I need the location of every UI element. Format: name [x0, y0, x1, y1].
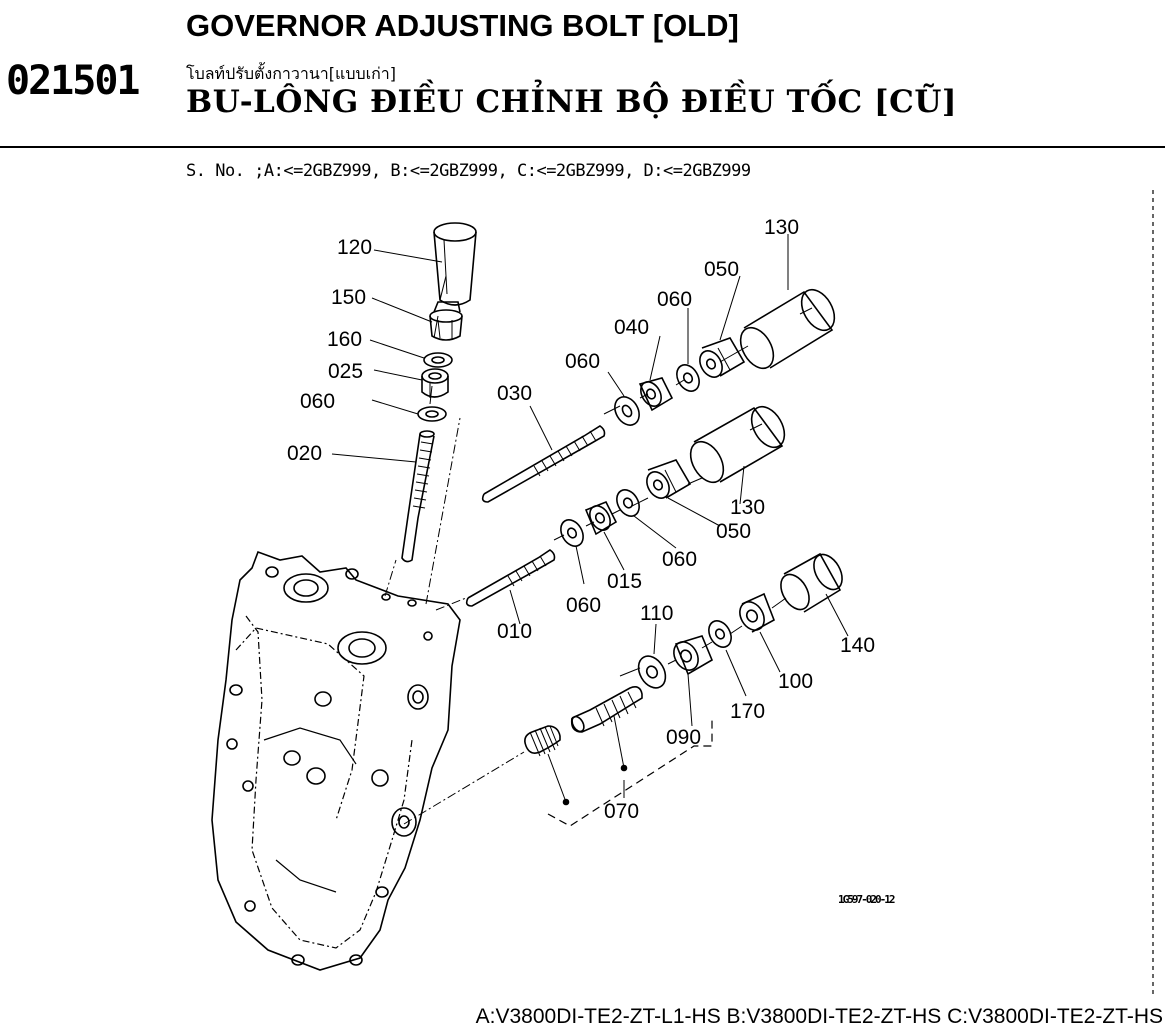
- callout-050-a: 050: [704, 258, 739, 281]
- callout-100: 100: [778, 670, 813, 693]
- part-060-washer-b: [614, 396, 640, 426]
- callout-010: 010: [497, 620, 532, 643]
- callout-030: 030: [497, 382, 532, 405]
- callout-170: 170: [730, 700, 765, 723]
- part-110-washer: [637, 655, 667, 689]
- callout-130-b: 130: [730, 496, 765, 519]
- part-050-cap-nut-b: [646, 459, 692, 499]
- callout-060-b: 060: [657, 288, 692, 311]
- part-120-cap: [433, 222, 477, 306]
- part-010-bolt: [465, 549, 556, 607]
- header-divider: [0, 146, 1165, 148]
- title-english: GOVERNOR ADJUSTING BOLT [OLD]: [186, 8, 739, 43]
- part-150-nut: [429, 301, 463, 341]
- part-060-washer-a: [417, 406, 447, 422]
- callout-025: 025: [328, 360, 363, 383]
- callout-150: 150: [331, 286, 366, 309]
- callout-060-e: 060: [566, 594, 601, 617]
- callout-040: 040: [614, 316, 649, 339]
- callout-110: 110: [640, 602, 673, 625]
- part-060-washer-c: [676, 364, 700, 392]
- part-060-washer-e: [616, 489, 640, 517]
- part-group-code: 021501: [6, 58, 140, 104]
- part-025-nut: [421, 368, 449, 398]
- part-040-nut: [638, 377, 674, 412]
- callout-140: 140: [840, 634, 875, 657]
- callout-070: 070: [604, 800, 639, 823]
- governor-housing: [211, 550, 461, 971]
- part-015-nut: [584, 500, 618, 536]
- part-130-sleeve-a: [739, 288, 836, 370]
- part-170-washer: [708, 620, 732, 648]
- part-100-cap-nut: [739, 592, 775, 633]
- part-050-cap-nut-a: [699, 337, 746, 378]
- callout-060-d: 060: [662, 548, 697, 571]
- title-vietnamese: BU-LÔNG ĐIỀU CHỈNH BỘ ĐIỀU TỐC [CŨ]: [186, 84, 958, 120]
- part-060-washer-d: [560, 519, 584, 547]
- part-020-bolt: [401, 430, 435, 563]
- exploded-parts-diagram: 120 150 160 025 060 020 130 050 060 040 …: [211, 190, 1154, 995]
- callout-130-a: 130: [764, 216, 799, 239]
- part-090-nut: [673, 635, 714, 676]
- part-140-sleeve: [780, 552, 843, 613]
- part-030-bolt: [481, 425, 606, 503]
- model-applicability: A:V3800DI-TE2-ZT-L1-HS B:V3800DI-TE2-ZT-…: [475, 1005, 1163, 1028]
- serial-number-info: S. No. ;A:<=2GBZ999, B:<=2GBZ999, C:<=2G…: [186, 161, 751, 181]
- callout-120: 120: [337, 236, 372, 259]
- callout-015: 015: [607, 570, 642, 593]
- callout-050-b: 050: [716, 520, 751, 543]
- part-070-spring: [524, 725, 561, 757]
- title-thai: โบลท์ปรับตั้งกาวานา[แบบเก่า]: [186, 64, 397, 83]
- callout-060-a: 060: [300, 390, 335, 413]
- part-130-sleeve-b: [689, 405, 786, 484]
- diagram-reference-code: 1G597-020-12: [838, 893, 895, 906]
- part-160-washer: [423, 352, 453, 368]
- part-070-adjusting-bolt: [570, 686, 643, 733]
- callout-160: 160: [327, 328, 362, 351]
- callout-060-c: 060: [565, 350, 600, 373]
- callout-020: 020: [287, 442, 322, 465]
- callout-090: 090: [666, 726, 701, 749]
